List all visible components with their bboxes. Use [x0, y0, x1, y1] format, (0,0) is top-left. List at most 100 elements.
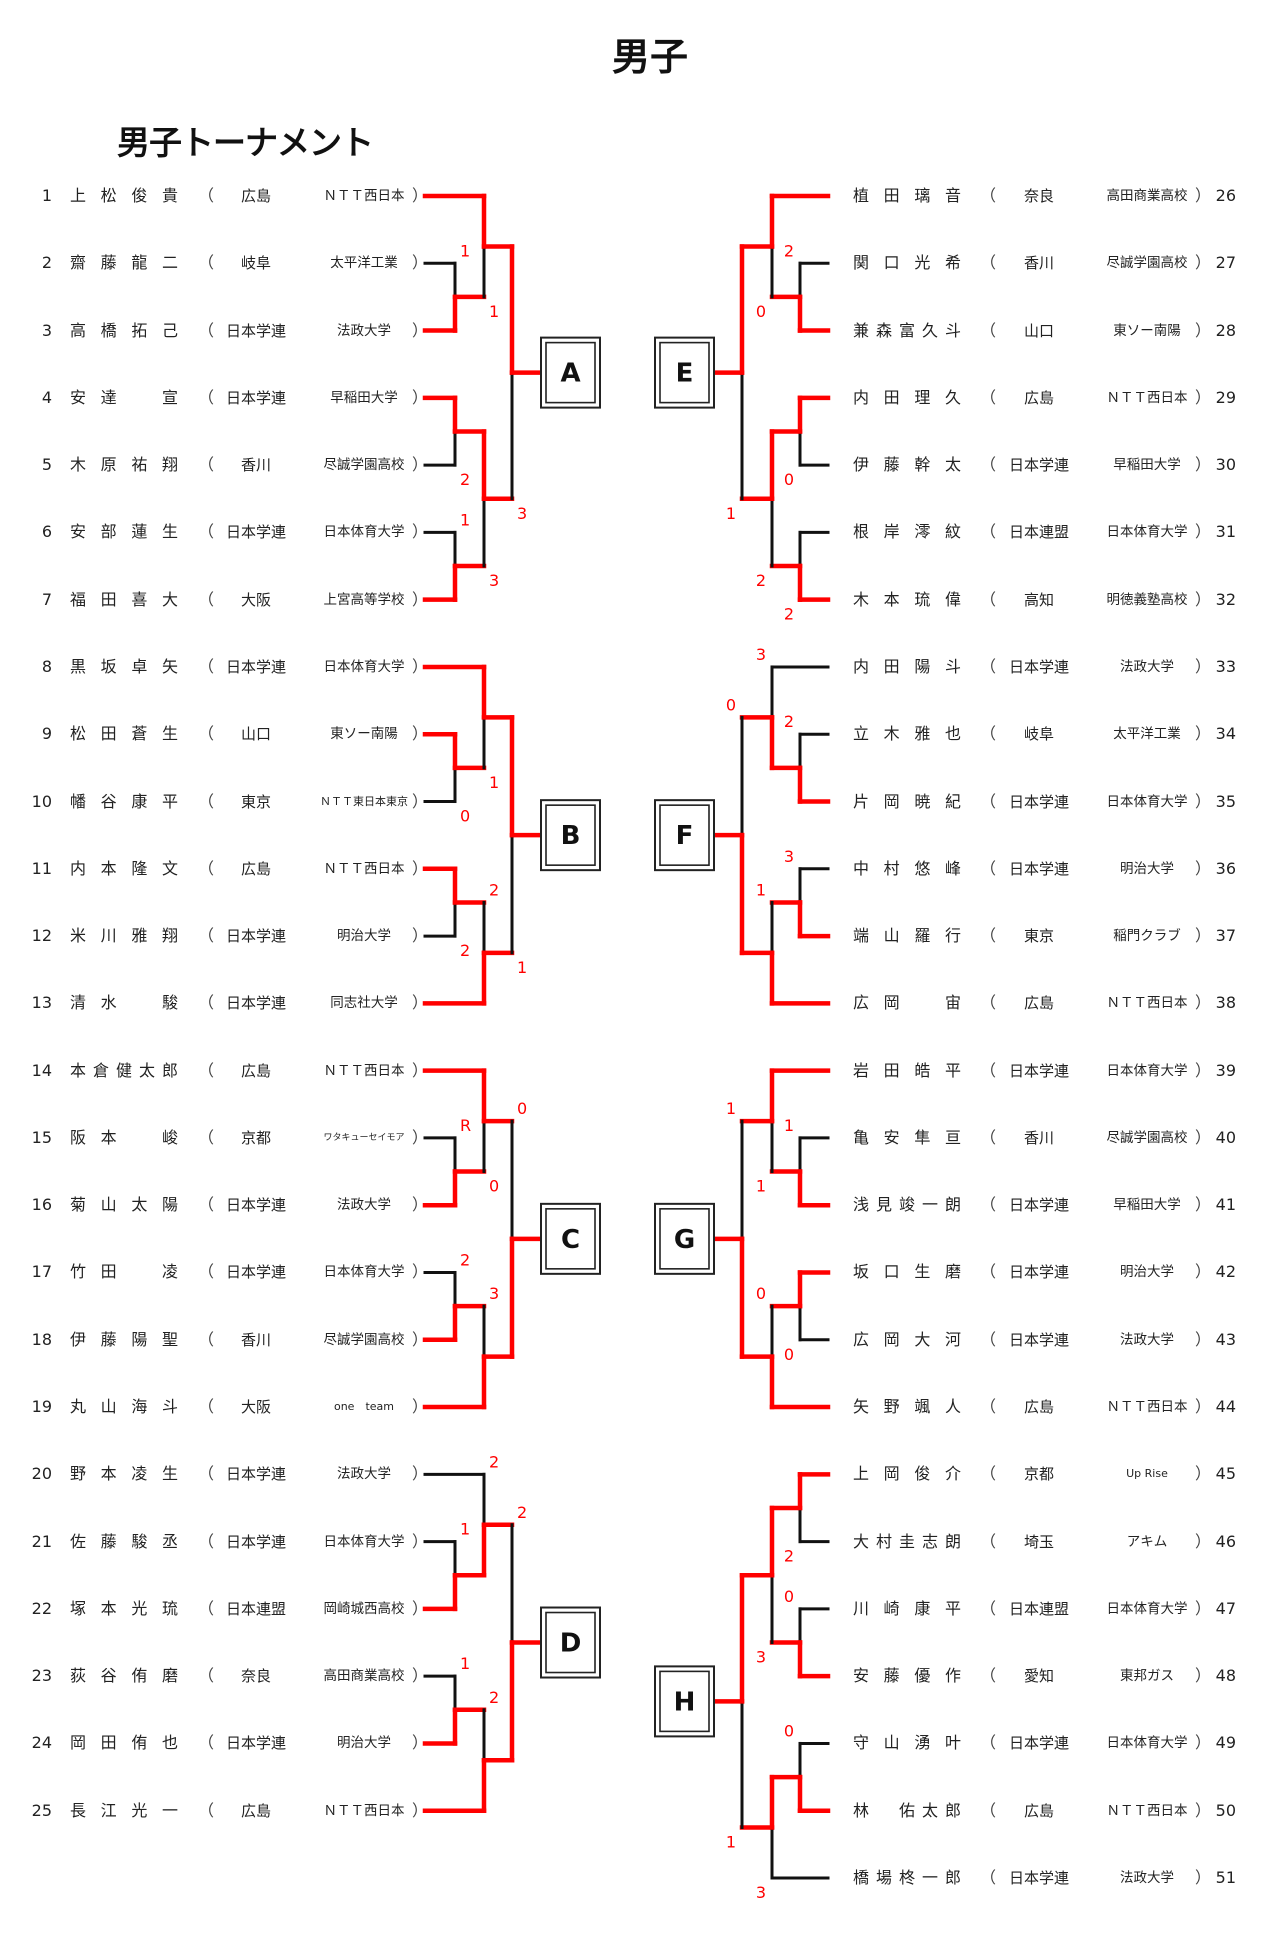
entry-number: 12 — [31, 926, 52, 946]
entry-number: 46 — [1215, 1531, 1236, 1551]
match-score: 3 — [784, 847, 794, 866]
match-score: 0 — [784, 1587, 794, 1606]
player-name: 端山羅行 — [853, 926, 961, 946]
player-name: 岡田侑也 — [70, 1733, 178, 1753]
player-name: 竹田 凌 — [70, 1262, 178, 1282]
affiliation: 日本体育大学 — [1106, 1062, 1188, 1079]
player-name: 幡谷康平 — [70, 791, 178, 811]
entry-row: 植田璃音（奈良高田商業高校）26 — [0, 184, 1280, 208]
entry-row: 橋場柊一郎（日本学連法政大学）51 — [0, 1866, 1280, 1890]
affiliation: 太平洋工業 — [1113, 726, 1181, 743]
player-name: 内田陽斗 — [853, 656, 961, 676]
entry-row: 木本琉偉（高知明徳義塾高校）32 — [0, 588, 1280, 612]
prefecture: 岐阜 — [1023, 725, 1054, 744]
player-name: 植田璃音 — [853, 186, 961, 205]
affiliation: 法政大学 — [1120, 1870, 1174, 1886]
entry-number: 2 — [41, 253, 52, 273]
prefecture: 愛知 — [1023, 1667, 1054, 1686]
block-box-border — [545, 1208, 596, 1270]
entry-number: 43 — [1215, 1329, 1236, 1349]
match-score: 3 — [517, 504, 527, 523]
entry-number: 50 — [1215, 1800, 1236, 1820]
prefecture: 高知 — [1023, 590, 1054, 609]
entry-row: 守山湧叶（日本学連日本体育大学）49 — [0, 1731, 1280, 1755]
prefecture: 日本学連 — [1008, 1196, 1069, 1215]
block-label: D — [560, 1629, 582, 1659]
player-name: 関口光希 — [853, 253, 961, 273]
block-box-border — [659, 1208, 710, 1270]
entry-row: 亀安隼亘（香川尽誠学園高校）40 — [0, 1126, 1280, 1150]
prefecture: 日本連盟 — [225, 1599, 286, 1618]
affiliation: 稲門クラブ — [1113, 928, 1181, 945]
block-label: H — [674, 1687, 696, 1717]
prefecture: 広島 — [1023, 388, 1054, 407]
prefecture: 日本学連 — [225, 1263, 286, 1282]
entry-number: 31 — [1215, 522, 1236, 542]
affiliation: アキム — [1126, 1533, 1168, 1550]
page-title: 男子 — [611, 35, 688, 79]
player-name: 岩田皓平 — [853, 1060, 961, 1080]
prefecture: 東京 — [240, 792, 271, 811]
affiliation: 尽誠学園高校 — [323, 1331, 405, 1348]
prefecture: 日本学連 — [1008, 1061, 1069, 1080]
affiliation: 明治大学 — [1120, 1264, 1174, 1281]
entry-number: 18 — [31, 1329, 52, 1349]
player-name: 川崎康平 — [853, 1598, 961, 1618]
prefecture: 奈良 — [240, 1667, 271, 1686]
affiliation: 明治大学 — [337, 928, 391, 945]
match-score: 1 — [726, 504, 736, 523]
prefecture: 奈良 — [1023, 187, 1054, 205]
block-label: G — [674, 1225, 695, 1255]
entry-number: 25 — [31, 1800, 52, 1820]
player-name: 広岡 宙 — [853, 993, 961, 1013]
entry-number: 1 — [41, 186, 52, 205]
match-score: 0 — [784, 470, 794, 489]
prefecture: 日本学連 — [225, 523, 286, 542]
prefecture: 香川 — [240, 1330, 271, 1349]
player-name: 安部蓮生 — [70, 522, 178, 542]
entry-number: 8 — [41, 656, 52, 676]
affiliation: 同志社大学 — [330, 995, 398, 1012]
prefecture: 日本学連 — [1008, 456, 1069, 475]
player-name: 矢野颯人 — [853, 1397, 961, 1417]
affiliation: 早稲田大学 — [1113, 457, 1181, 474]
match-score: 0 — [784, 1721, 794, 1740]
entry-number: 37 — [1215, 926, 1236, 946]
entry-number: 32 — [1215, 589, 1236, 609]
player-name: 亀安隼亘 — [853, 1127, 961, 1147]
entry-number: 48 — [1215, 1666, 1236, 1686]
affiliation: 東ソー南陽 — [1113, 322, 1181, 339]
entry-number: 26 — [1215, 186, 1236, 205]
block-label: F — [676, 821, 694, 851]
player-name: 佐藤駿丞 — [70, 1531, 178, 1551]
affiliation: 法政大学 — [337, 322, 391, 339]
player-name: 伊藤陽聖 — [70, 1329, 178, 1349]
prefecture: 日本学連 — [1008, 1734, 1069, 1753]
entry-number: 17 — [31, 1262, 52, 1282]
entry-number: 3 — [41, 320, 52, 340]
match-score: 1 — [460, 241, 470, 260]
entry-number: 47 — [1215, 1598, 1236, 1618]
entry-number: 21 — [31, 1531, 52, 1551]
entry-number: 15 — [31, 1127, 52, 1147]
player-name: 松田蒼生 — [70, 724, 178, 744]
block-label: A — [560, 359, 580, 389]
player-name: 林 佑太郎 — [853, 1800, 961, 1820]
affiliation: 日本体育大学 — [323, 1533, 405, 1550]
affiliation: 日本体育大学 — [1106, 524, 1188, 541]
entry-number: 22 — [31, 1598, 52, 1618]
entry-number: 11 — [31, 858, 52, 878]
